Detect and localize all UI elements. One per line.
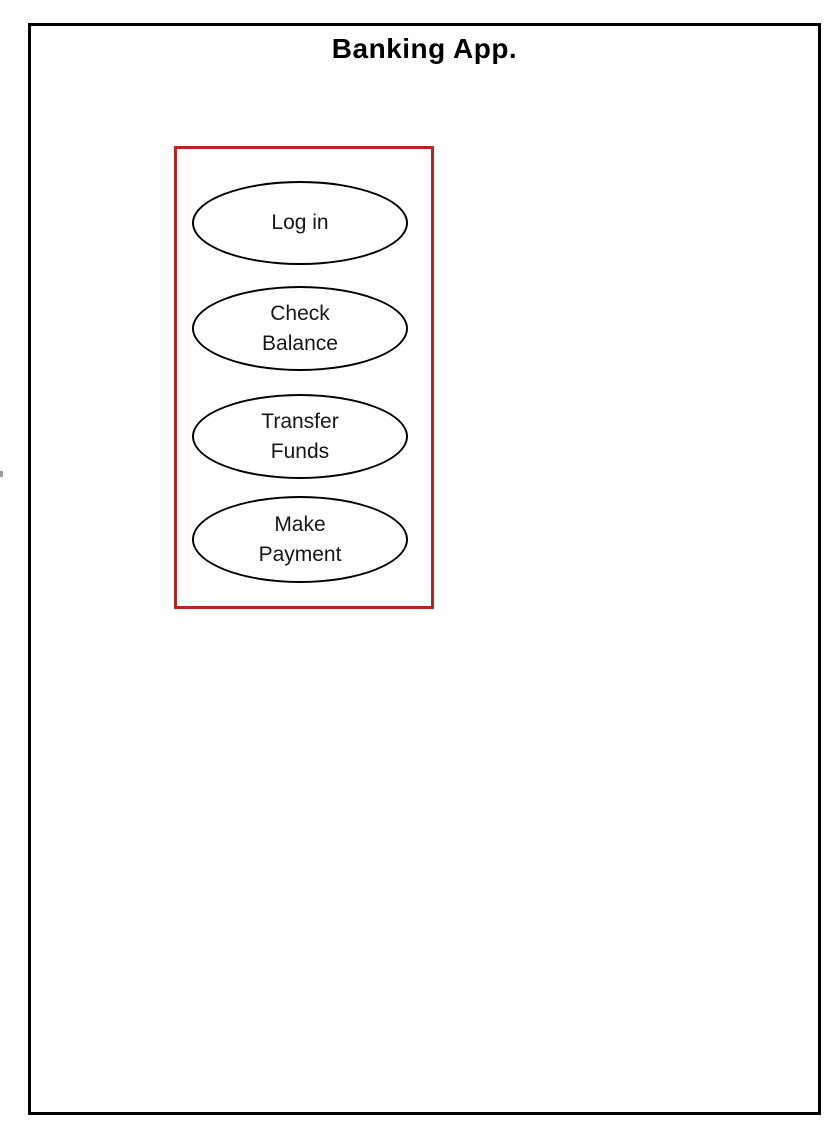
use-case-check-balance: Check Balance xyxy=(192,286,408,371)
use-case-transfer-funds: Transfer Funds xyxy=(192,394,408,479)
use-case-label: Make Payment xyxy=(258,512,342,566)
use-case-label: Check Balance xyxy=(262,301,338,355)
system-boundary-rect xyxy=(28,23,821,1115)
subsystem-group-rect xyxy=(174,146,434,609)
diagram-title: Banking App. xyxy=(331,33,518,64)
use-case-label: Transfer Funds xyxy=(261,409,339,463)
use-case-make-payment: Make Payment xyxy=(192,496,408,583)
use-case-label: Log in xyxy=(271,211,329,234)
cropped-edge-mark xyxy=(0,471,3,477)
use-case-log-in: Log in xyxy=(192,181,408,265)
